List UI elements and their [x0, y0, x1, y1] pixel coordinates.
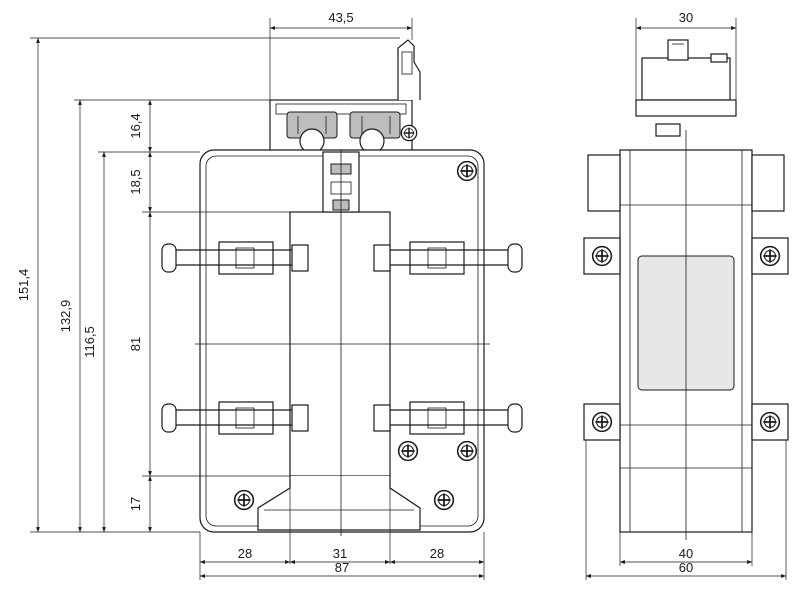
dimension-labels: 43,5 30 151,4 132,9 116,5 16,4 18,5 81 1… — [16, 10, 693, 575]
screw-icon — [759, 245, 781, 267]
dim-label-16: 16,4 — [128, 113, 143, 138]
clamp-body — [409, 401, 465, 435]
clamp-knob — [507, 243, 523, 273]
clamp-nut — [373, 404, 391, 432]
screw-icon — [456, 440, 478, 462]
mounting-clamp-top-left — [161, 241, 309, 275]
screw-icon — [397, 440, 419, 462]
clamp-knob — [507, 403, 523, 433]
screw-icon — [456, 160, 478, 182]
mounting-clamp-bottom-right — [373, 401, 523, 435]
screw-icon — [433, 489, 455, 511]
terminal-rail — [275, 103, 407, 115]
side-terminal-clip — [710, 53, 728, 63]
clamp-window — [235, 247, 255, 269]
bracket-slot — [401, 51, 413, 75]
clamp-knob — [161, 403, 177, 433]
dim-label-60: 60 — [679, 560, 693, 575]
dim-label-43: 43,5 — [328, 10, 353, 25]
clamp-nut — [291, 404, 309, 432]
top-bracket — [397, 39, 421, 100]
clamp-nut — [373, 244, 391, 272]
terminal-screw-icon — [400, 124, 418, 142]
side-terminal — [641, 57, 731, 101]
clamp-body — [409, 241, 465, 275]
side-view — [583, 39, 789, 540]
clamp-window — [427, 407, 447, 429]
dim-label-30: 30 — [679, 10, 693, 25]
side-clamp-right — [751, 154, 785, 212]
dim-label-31: 31 — [333, 546, 347, 561]
clamp-nut — [291, 244, 309, 272]
dim-label-17: 17 — [128, 497, 143, 511]
screw-icon — [591, 411, 613, 433]
side-latch — [655, 123, 681, 137]
dim-label-18: 18,5 — [128, 169, 143, 194]
clamp-window — [427, 247, 447, 269]
mounting-clamp-top-right — [373, 241, 523, 275]
screw-icon — [591, 245, 613, 267]
clamp-window — [235, 407, 255, 429]
mounting-clamp-bottom-left — [161, 401, 309, 435]
dim-label-87: 87 — [335, 560, 349, 575]
side-clamp-left — [587, 154, 621, 212]
dim-label-28-right: 28 — [430, 546, 444, 561]
dim-label-28-left: 28 — [238, 546, 252, 561]
dim-label-81: 81 — [128, 337, 143, 351]
clamp-body — [218, 401, 274, 435]
dim-label-116: 116,5 — [82, 326, 97, 358]
front-view — [161, 39, 523, 536]
dimension-lines — [30, 18, 787, 580]
side-terminal-base — [635, 99, 737, 117]
screw-icon — [233, 489, 255, 511]
clamp-knob — [161, 243, 177, 273]
busbar-bottom-clamp — [257, 476, 421, 531]
dim-label-132: 132,9 — [58, 300, 73, 333]
screw-icon — [759, 411, 781, 433]
side-terminal-tab — [667, 39, 689, 61]
dim-label-151: 151,4 — [16, 269, 31, 302]
dim-label-40: 40 — [679, 546, 693, 561]
clamp-body — [218, 241, 274, 275]
